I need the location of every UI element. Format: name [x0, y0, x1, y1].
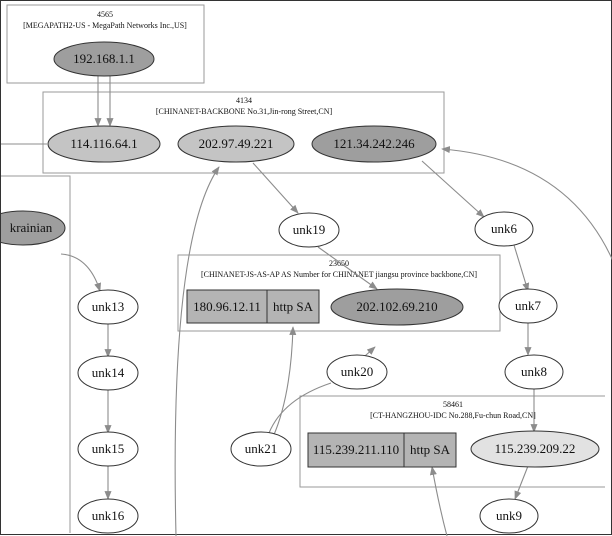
record-180-96-12-11[interactable]: 180.96.12.11 http SA [186, 289, 320, 324]
node-label: unk7 [515, 298, 542, 313]
node-label: unk9 [496, 508, 522, 523]
node-label: 202.102.69.210 [356, 299, 437, 314]
cluster-left-partial [1, 175, 71, 533]
edge-unk20-to-unk21 [268, 382, 332, 434]
node-label: 192.168.1.1 [73, 51, 135, 66]
node-115-239-209-22[interactable]: 115.239.209.22 [470, 430, 600, 468]
node-202-97-49-221[interactable]: 202.97.49.221 [177, 125, 295, 163]
node-label: unk6 [491, 221, 518, 236]
edge-unk21-to-180 [272, 326, 297, 438]
node-label: unk8 [521, 364, 547, 379]
node-unk15[interactable]: unk15 [77, 431, 139, 467]
edge-to-115-239-211 [429, 466, 448, 536]
edge-202-97-to-unk19 [252, 162, 299, 214]
node-unk9[interactable]: unk9 [479, 498, 539, 534]
edges [1, 76, 612, 536]
cluster-name: [CT-HANGZHOU-IDC No.288,Fu-chun Road,CN] [370, 411, 536, 420]
node-121-34-242-246[interactable]: 121.34.242.246 [311, 125, 437, 163]
cluster-name: [MEGAPATH2-US - MegaPath Networks Inc.,U… [23, 21, 187, 30]
node-unk20[interactable]: unk20 [326, 354, 388, 390]
node-unk14[interactable]: unk14 [77, 355, 139, 391]
node-label: unk15 [92, 441, 125, 456]
node-label: 114.116.64.1 [70, 136, 137, 151]
cluster-asn: 4134 [236, 96, 252, 105]
record-ip: 180.96.12.11 [193, 299, 261, 314]
node-unk21[interactable]: unk21 [230, 431, 292, 467]
edge-115-209-to-unk9 [514, 465, 529, 500]
edge-to-121-34 [441, 146, 612, 261]
edge-unk19-to-202-102 [317, 246, 378, 290]
node-label: unk20 [341, 364, 374, 379]
cluster-name: [CHINANET-BACKBONE No.31,Jin-rong Street… [156, 107, 333, 116]
node-unk8[interactable]: unk8 [504, 354, 564, 390]
record-115-239-211-110[interactable]: 115.239.211.110 http SA [307, 432, 457, 468]
node-label: 115.239.209.22 [495, 441, 576, 456]
node-label: unk14 [92, 365, 125, 380]
node-label: unk13 [92, 299, 125, 314]
node-label: unk21 [245, 441, 278, 456]
cluster-chinanet-js: 23650 [CHINANET-JS-AS-AP AS Number for C… [177, 254, 501, 332]
edge-to-202-97 [174, 166, 220, 536]
node-label: 202.97.49.221 [199, 136, 274, 151]
record-service: http SA [410, 442, 451, 457]
record-service: http SA [273, 299, 314, 314]
cluster-asn: 23650 [329, 259, 349, 268]
node-unk6[interactable]: unk6 [474, 211, 534, 247]
node-ukrainian[interactable]: krainian [1, 210, 66, 246]
node-unk19[interactable]: unk19 [278, 212, 340, 248]
edge-unk6-to-unk7 [513, 244, 530, 292]
node-label: unk16 [92, 508, 125, 523]
node-label: 121.34.242.246 [333, 136, 415, 151]
node-unk13[interactable]: unk13 [77, 289, 139, 325]
node-202-102-69-210[interactable]: 202.102.69.210 [330, 288, 464, 326]
edge-121-to-unk6 [421, 160, 485, 218]
cluster-hangzhou: 58461 [CT-HANGZHOU-IDC No.288,Fu-chun Ro… [299, 395, 605, 488]
node-label: krainian [10, 220, 53, 235]
node-label: unk19 [293, 222, 326, 237]
cluster-megapath: 4565 [MEGAPATH2-US - MegaPath Networks I… [6, 4, 205, 84]
cluster-name: [CHINANET-JS-AS-AP AS Number for CHINANE… [201, 270, 477, 279]
cluster-asn: 58461 [443, 400, 463, 409]
node-unk16[interactable]: unk16 [77, 498, 139, 534]
cluster-chinanet-backbone: 4134 [CHINANET-BACKBONE No.31,Jin-rong S… [42, 91, 445, 174]
cluster-asn: 4565 [97, 10, 113, 19]
node-114-116-64-1[interactable]: 114.116.64.1 [47, 125, 161, 163]
node-unk7[interactable]: unk7 [498, 288, 558, 324]
node-192-168-1-1[interactable]: 192.168.1.1 [53, 41, 155, 77]
record-ip: 115.239.211.110 [313, 442, 399, 457]
edge-to-unk13 [60, 253, 101, 292]
